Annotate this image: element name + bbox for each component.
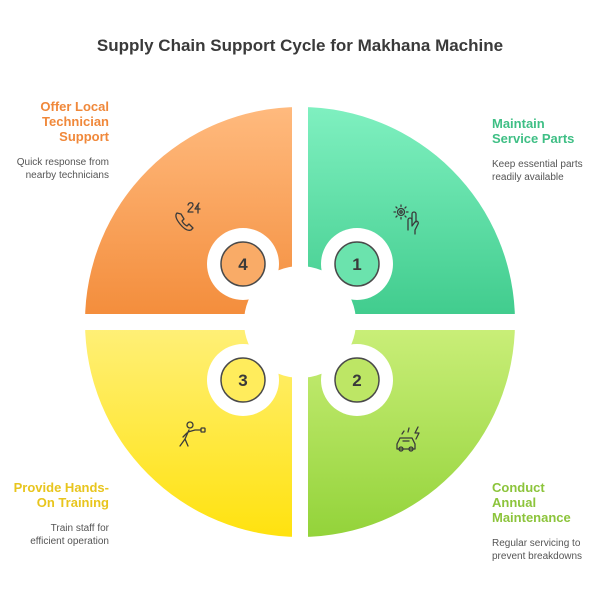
- badge-2: 2: [334, 357, 380, 403]
- step-4-description: Quick response from nearby technicians: [16, 157, 109, 181]
- badge-3-number: 3: [238, 371, 247, 390]
- step-3-heading: Provide Hands- On Training: [13, 480, 109, 510]
- badge-3: 3: [220, 357, 266, 403]
- annotation-step-3: Provide Hands- On Training Train staff f…: [0, 480, 109, 548]
- segment-1: [300, 107, 515, 322]
- badge-1-number: 1: [352, 255, 361, 274]
- step-2-description: Regular servicing to prevent breakdowns: [492, 538, 583, 562]
- annotation-step-1: Maintain Service Parts Keep essential pa…: [492, 116, 600, 184]
- step-2-heading: Conduct Annual Maintenance: [492, 480, 571, 525]
- car-repair-icon: [396, 426, 420, 452]
- step-1-heading: Maintain Service Parts: [492, 116, 575, 146]
- badge-1: 1: [334, 241, 380, 287]
- badge-4-number: 4: [238, 255, 248, 274]
- step-4-heading: Offer Local Technician Support: [40, 99, 109, 144]
- diagram-title: Supply Chain Support Cycle for Makhana M…: [96, 36, 504, 55]
- badge-4: 4: [220, 241, 266, 287]
- step-1-description: Keep essential parts readily available: [492, 159, 583, 183]
- step-3-description: Train staff for efficient operation: [30, 523, 109, 547]
- segment-2: [300, 322, 515, 537]
- annotation-step-2: Conduct Annual Maintenance Regular servi…: [492, 480, 600, 563]
- annotation-step-4: Offer Local Technician Support Quick res…: [0, 99, 109, 182]
- phone-24-icon: [175, 202, 201, 231]
- gear-hand-icon: [393, 204, 419, 235]
- badge-2-number: 2: [352, 371, 361, 390]
- segment-4: [85, 107, 300, 322]
- segment-3: [85, 322, 300, 537]
- trainer-icon: [179, 421, 206, 447]
